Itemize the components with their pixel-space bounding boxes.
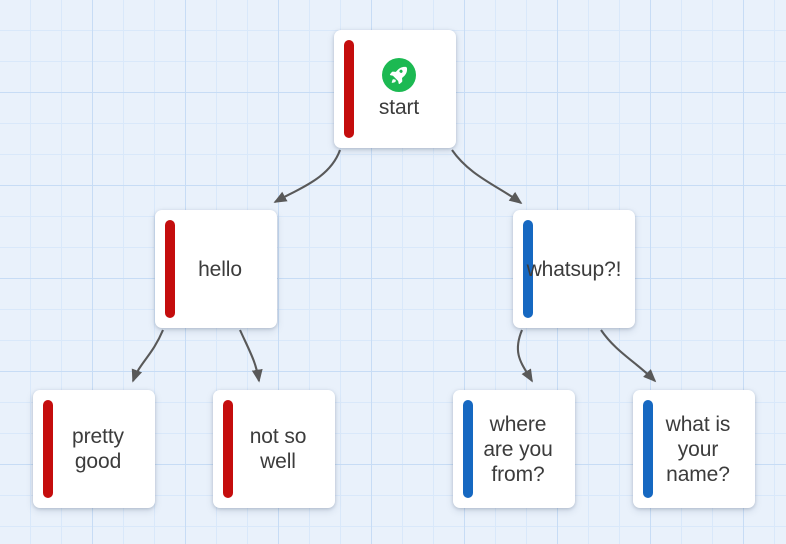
edge-whatsup-where-from (516, 329, 533, 383)
node-body: where are you from? (453, 412, 575, 487)
node-label: hello (198, 257, 242, 281)
node-accent-bar (344, 40, 354, 138)
node-label: start (378, 96, 420, 119)
edge-hello-not-so-well (239, 329, 263, 383)
node-accent-bar (223, 400, 233, 498)
node-hello[interactable]: hello (155, 210, 277, 328)
node-label: pretty good (72, 425, 124, 473)
node-body: what is your name? (633, 412, 755, 487)
node-label: where are you from? (483, 412, 553, 486)
node-body: hello (155, 257, 277, 282)
node-start[interactable]: start (334, 30, 456, 148)
node-whatsup[interactable]: whatsup?! (513, 210, 635, 328)
node-pretty-good[interactable]: pretty good (33, 390, 155, 508)
node-accent-bar (643, 400, 653, 498)
edge-hello-pretty-good (131, 329, 164, 383)
node-label: whatsup?! (526, 257, 622, 281)
rocket-icon (382, 58, 416, 92)
node-body: not so well (213, 424, 335, 474)
edge-start-hello (273, 149, 341, 203)
edge-whatsup-what-name (600, 329, 657, 383)
edge-start-whatsup (451, 149, 523, 204)
node-accent-bar (463, 400, 473, 498)
node-not-so-well[interactable]: not so well (213, 390, 335, 508)
node-what-is-your-name[interactable]: what is your name? (633, 390, 755, 508)
node-body: start (334, 58, 456, 120)
node-label: not so well (249, 425, 307, 473)
node-body: pretty good (33, 424, 155, 474)
node-body: whatsup?! (513, 257, 635, 282)
node-where-are-you-from[interactable]: where are you from? (453, 390, 575, 508)
node-label: what is your name? (665, 412, 731, 486)
node-accent-bar (43, 400, 53, 498)
node-accent-bar (523, 220, 533, 318)
node-accent-bar (165, 220, 175, 318)
